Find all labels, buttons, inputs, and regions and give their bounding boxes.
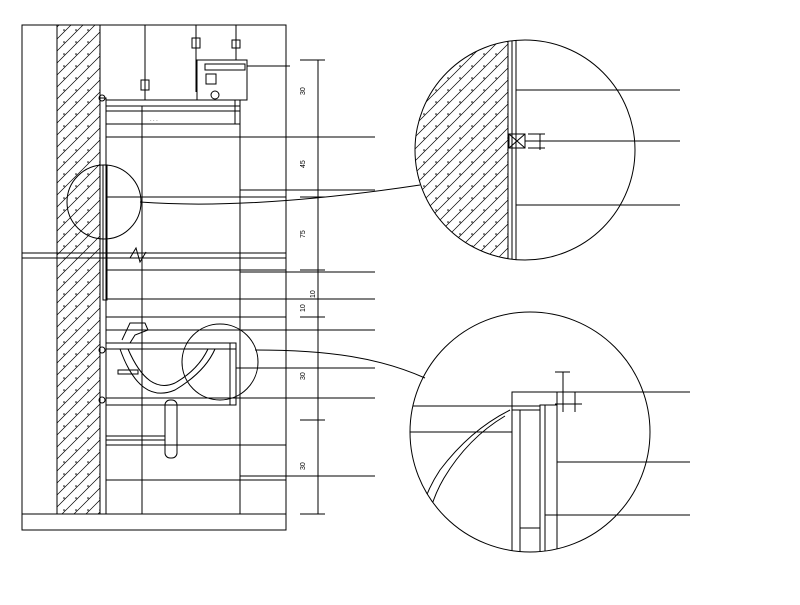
dim-text-3: 75 bbox=[300, 230, 307, 238]
ceiling-board bbox=[105, 99, 241, 107]
basin bbox=[119, 348, 216, 394]
detail-top bbox=[414, 39, 680, 261]
outer-frame bbox=[21, 24, 287, 531]
callout-circle-2 bbox=[181, 323, 259, 401]
vanity-counter bbox=[105, 342, 237, 406]
faucet bbox=[121, 322, 149, 344]
wall-finish bbox=[99, 97, 107, 515]
drain-siphon bbox=[164, 399, 178, 459]
connector-top bbox=[139, 184, 421, 205]
dim-text-7: 30 bbox=[300, 462, 307, 470]
light-cove bbox=[196, 59, 248, 101]
basin-edge bbox=[414, 409, 511, 541]
detail-bottom bbox=[409, 311, 690, 553]
main-section: · · · bbox=[21, 24, 426, 531]
dim-text-2: 45 bbox=[300, 160, 307, 168]
dimension-texts: 30 45 75 10 10 30 30 bbox=[300, 87, 317, 470]
connector-bottom bbox=[254, 349, 426, 379]
dim-text-5: 10 bbox=[310, 290, 317, 298]
svg-text:· · ·: · · · bbox=[150, 118, 158, 124]
dim-text-1: 30 bbox=[300, 87, 307, 95]
mirror bbox=[102, 164, 108, 301]
concrete-wall bbox=[56, 24, 101, 515]
dim-text-6: 30 bbox=[300, 372, 307, 380]
dim-text-4: 10 bbox=[300, 304, 307, 312]
